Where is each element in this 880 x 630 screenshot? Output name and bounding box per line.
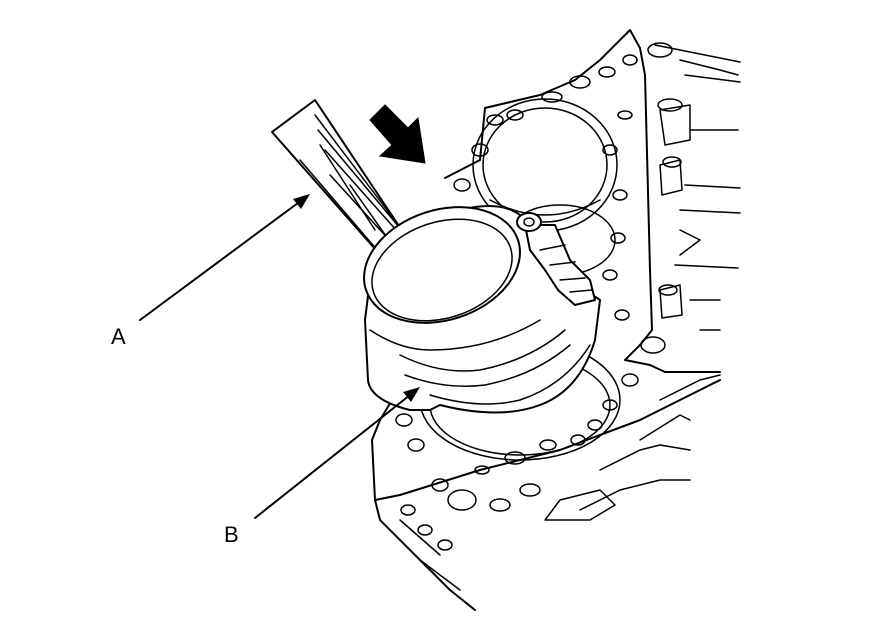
engine-block (371, 29, 741, 611)
leader-line-a (139, 194, 310, 321)
deck-passages (395, 54, 666, 551)
ring-compressor (363, 205, 601, 414)
push-direction-arrow-icon (369, 104, 426, 164)
callout-label-b: B (224, 522, 239, 547)
callout-label-a: A (111, 324, 126, 349)
leader-line-b (254, 387, 420, 519)
